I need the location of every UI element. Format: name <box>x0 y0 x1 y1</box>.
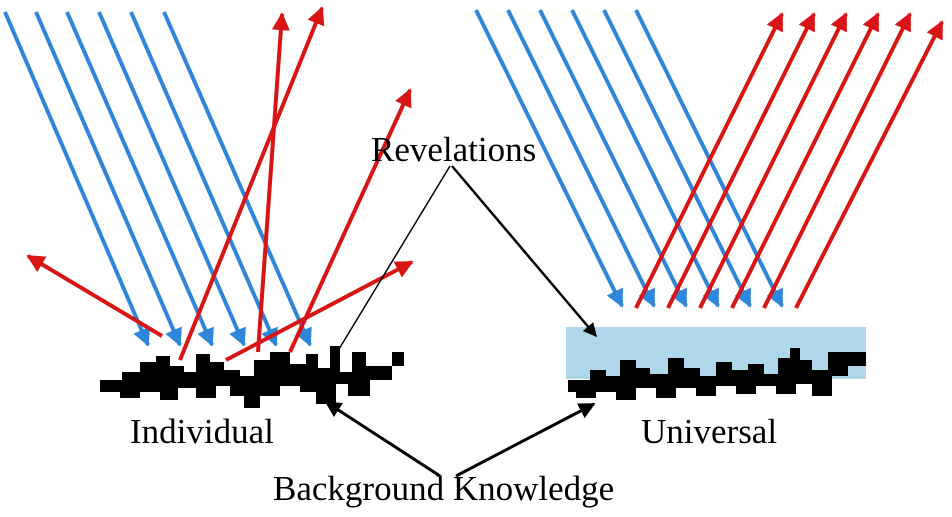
incident-ray <box>97 11 246 347</box>
incident-ray <box>570 9 720 308</box>
reflected-ray <box>178 6 325 361</box>
incident-ray <box>602 9 752 308</box>
revelations-pointer-right <box>451 165 597 338</box>
incident-ray <box>162 11 312 347</box>
incident-ray <box>538 9 688 308</box>
individual-panel <box>3 6 414 408</box>
incident-ray <box>34 11 182 347</box>
incident-ray <box>506 9 656 308</box>
incident-ray <box>474 9 624 308</box>
reflected-ray <box>256 12 290 353</box>
universal-surface <box>568 348 866 400</box>
incident-ray <box>3 11 150 347</box>
background-knowledge-pointer-right <box>455 402 596 478</box>
universal-panel <box>474 9 944 400</box>
background-knowledge-pointer-left <box>324 400 441 478</box>
incident-ray <box>129 11 278 347</box>
background-knowledge-label: Background Knowledge <box>273 469 615 508</box>
reflected-ray <box>666 12 816 309</box>
reflected-ray <box>762 12 912 309</box>
reflected-ray <box>730 12 880 309</box>
universal-label: Universal <box>641 412 778 451</box>
reflected-ray <box>794 20 944 309</box>
individual-surface <box>100 346 404 408</box>
revelations-label: Revelations <box>371 130 537 169</box>
pointers <box>324 165 597 478</box>
individual-label: Individual <box>130 412 274 451</box>
reflected-ray <box>26 254 164 338</box>
reflected-ray <box>288 88 412 353</box>
reflected-ray <box>698 12 848 309</box>
reflected-ray <box>634 12 784 309</box>
reflected-ray <box>225 260 414 362</box>
revelations-pointer-left <box>335 165 451 355</box>
incident-ray <box>65 11 214 347</box>
